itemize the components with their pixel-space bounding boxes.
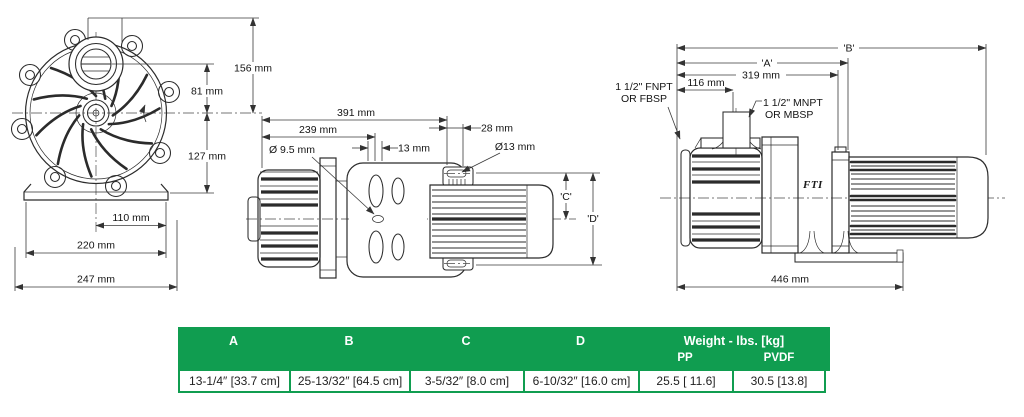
dim-label-391mm: 391 mm: [337, 107, 375, 119]
col-header-c: C: [461, 334, 471, 348]
dim-label-319mm: 319 mm: [742, 70, 780, 82]
dim-label-127mm: 127 mm: [188, 151, 226, 163]
value-b: 25-13/32″ [64.5 cm]: [289, 371, 409, 393]
rear-flange: [761, 136, 799, 254]
weight-subheader-pvdf: PVDF: [763, 352, 795, 364]
dim-label-c: 'C': [560, 191, 572, 203]
bolt-lugs: [10, 28, 181, 198]
dim-label-156mm: 156 mm: [234, 63, 272, 75]
rear-dimensions: 'B' 'A' 319 mm 116 mm 1 1/2" FNPT OR FBS…: [615, 42, 987, 291]
col-header-b: B: [344, 334, 354, 348]
weight-subheader-pp: PP: [677, 352, 693, 364]
drain-hole: [372, 215, 384, 223]
dim-label-28mm: 28 mm: [481, 123, 513, 135]
motor-rear: [848, 156, 989, 239]
dim-label-110mm: 110 mm: [112, 212, 149, 224]
value-a: 13-1/4″ [33.7 cm]: [178, 371, 289, 393]
value-c: 3-5/32″ [8.0 cm]: [409, 371, 523, 393]
discharge-port-rear: [711, 111, 762, 150]
motor-side: [429, 184, 554, 259]
technical-drawing: 156 mm 81 mm 127 mm 110 mm 220 mm 247 mm: [10, 17, 1005, 291]
pump-head-rear: [689, 137, 763, 249]
front-view: 156 mm 81 mm 127 mm 110 mm 220 mm 247 mm: [10, 17, 273, 291]
impeller-vanes: [32, 49, 161, 178]
rotation-arrow: [138, 104, 147, 123]
dim-label-247mm: 247 mm: [77, 274, 115, 286]
dim-label-b: 'B': [843, 43, 854, 55]
spec-table-row: 13-1/4″ [33.7 cm] 25-13/32″ [64.5 cm] 3-…: [178, 371, 830, 393]
dim-label-slot-dia: Ø13 mm: [495, 141, 536, 153]
fti-logo: FTI: [802, 179, 823, 191]
mounting-ear-top: [442, 166, 474, 187]
suction-port-label-line2: OR FBSP: [621, 93, 667, 105]
motor-support: [831, 146, 850, 254]
weight-header-group: Weight - lbs. [kg] PP PVDF: [638, 327, 830, 371]
discharge-port-label-line2: OR MBSP: [765, 109, 813, 121]
side-view: 391 mm 239 mm 13 mm 28 mm Ø 9.5 mm Ø13 m…: [246, 107, 602, 279]
side-dimensions: 391 mm 239 mm 13 mm 28 mm Ø 9.5 mm Ø13 m…: [261, 107, 602, 266]
dim-label-446mm: 446 mm: [771, 274, 809, 286]
pump-base-front: [23, 183, 169, 201]
mounting-flange: [319, 157, 347, 279]
weight-header: Weight - lbs. [kg]: [683, 334, 785, 348]
discharge-port-label-line1: 1 1/2" MNPT: [763, 97, 823, 109]
value-weight-pvdf: 30.5 [13.8]: [732, 371, 826, 393]
vented-bracket: [346, 162, 468, 278]
col-header-a: A: [228, 334, 239, 348]
pump-head-side: [247, 169, 321, 268]
dim-label-220mm: 220 mm: [77, 240, 115, 252]
suction-port-label-line1: 1 1/2" FNPT: [615, 81, 673, 93]
col-header-d: D: [575, 334, 586, 348]
front-dimensions: 156 mm 81 mm 127 mm 110 mm 220 mm 247 mm: [14, 17, 273, 291]
dim-label-239mm: 239 mm: [299, 124, 337, 136]
value-weight-pp: 25.5 [ 11.6]: [638, 371, 732, 393]
dim-label-d: 'D': [587, 213, 599, 225]
dim-label-81mm: 81 mm: [191, 86, 223, 98]
spec-table-header: A B C D Weight - lbs. [kg] PP PVDF: [178, 327, 830, 371]
dim-label-13mm: 13 mm: [398, 143, 430, 155]
hub: [82, 99, 110, 127]
rear-side-view: FTI: [615, 42, 1005, 291]
dim-label-drain: Ø 9.5 mm: [269, 144, 315, 156]
dim-label-a: 'A': [761, 58, 772, 70]
value-d: 6-10/32″ [16.0 cm]: [523, 371, 638, 393]
center-lines: [12, 32, 262, 232]
base-rear: [794, 230, 904, 263]
dim-label-116mm: 116 mm: [687, 77, 724, 89]
discharge-port-front: [68, 36, 124, 92]
spec-table: A B C D Weight - lbs. [kg] PP PVDF 13-1/…: [178, 327, 830, 393]
